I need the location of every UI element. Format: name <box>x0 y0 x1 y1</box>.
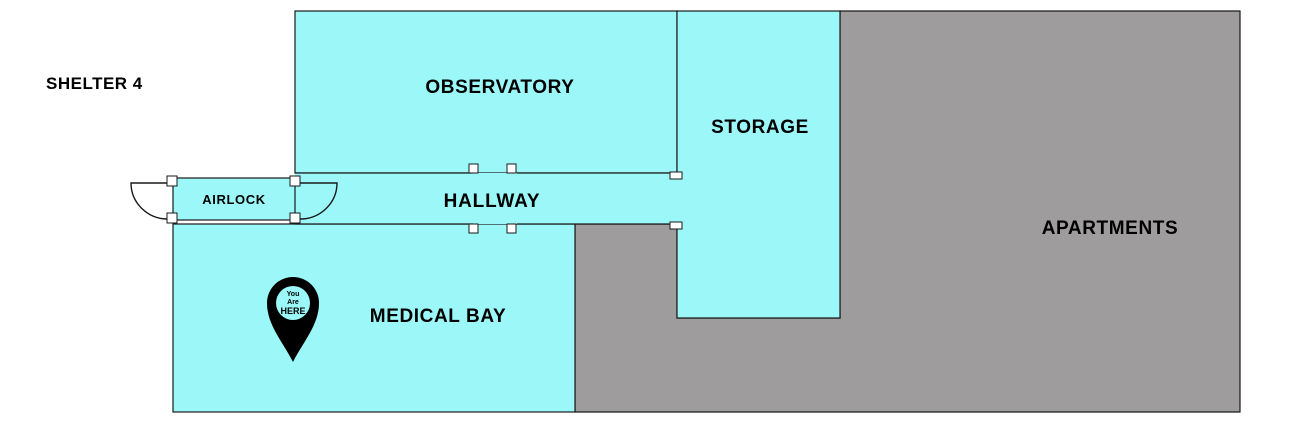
storage-area[interactable] <box>676 10 841 319</box>
airlock-label: AIRLOCK <box>202 192 265 207</box>
airlock-door-posts <box>166 175 301 224</box>
marker-text-line1: You <box>287 291 300 298</box>
observatory-area[interactable] <box>294 10 678 174</box>
airlock-doors <box>130 182 338 220</box>
you-are-here-marker[interactable]: You Are HERE <box>267 277 319 362</box>
marker-text-line3: HERE <box>280 306 305 316</box>
door-posts <box>468 163 683 234</box>
map-title: SHELTER 4 <box>46 74 143 93</box>
marker-text-line2: Are <box>287 299 299 306</box>
medical-bay-label: MEDICAL BAY <box>370 306 506 327</box>
observatory-label: OBSERVATORY <box>425 77 574 98</box>
airlock-area[interactable] <box>172 177 296 221</box>
storage-label: STORAGE <box>711 117 809 138</box>
hallway-walls <box>295 172 678 225</box>
apartments-label: APARTMENTS <box>1042 218 1179 239</box>
hallway-label: HALLWAY <box>444 191 541 212</box>
marker-inner-circle <box>276 286 310 320</box>
hallway-area[interactable] <box>295 173 678 224</box>
medical-bay-area[interactable] <box>172 223 576 413</box>
